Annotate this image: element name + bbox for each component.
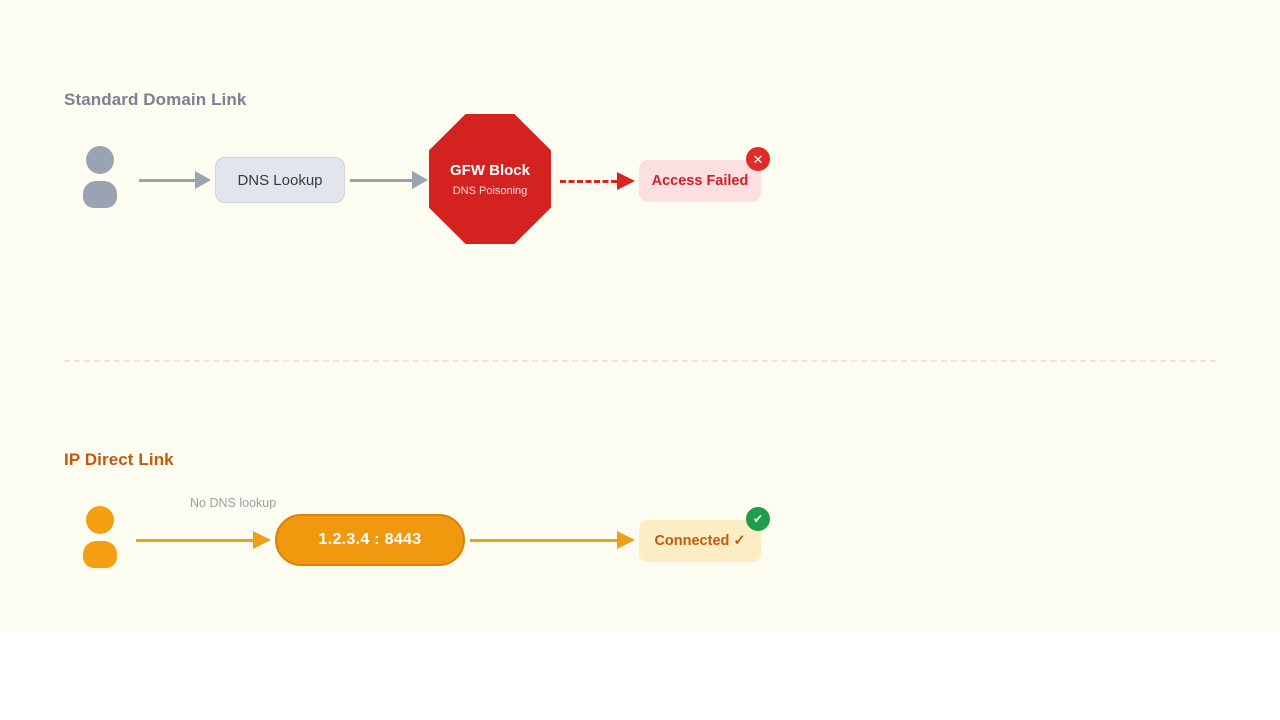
node-gfw-block-octagon[interactable]: GFW Block DNS Poisoning [429, 114, 551, 244]
status-badge-connected[interactable]: Connected ✓ [639, 520, 761, 562]
section-divider [64, 360, 1216, 362]
node-ip-endpoint[interactable]: 1.2.3.4 : 8443 [275, 514, 465, 566]
node-dns-lookup-label: DNS Lookup [237, 171, 323, 189]
arrow-shaft [560, 179, 617, 183]
arrow-gfw-to-access-failed [560, 171, 635, 191]
status-badge-access-failed[interactable]: Access Failed [639, 160, 761, 202]
arrow-head [253, 531, 271, 549]
arrow-dns-to-gfw [350, 170, 428, 190]
arrow-shaft [470, 538, 617, 542]
person-body [83, 181, 117, 208]
arrow-endpoint-to-connected [470, 530, 635, 550]
node-ip-endpoint-label: 1.2.3.4 : 8443 [318, 531, 422, 548]
node-gfw-block-title: GFW Block [449, 161, 530, 179]
arrow-shaft [136, 538, 253, 542]
section-title-standard-domain-link: Standard Domain Link [64, 90, 247, 109]
node-dns-lookup[interactable]: DNS Lookup [215, 157, 345, 203]
edge-label-no-dns-lookup: No DNS lookup [190, 496, 277, 510]
person-head [86, 506, 114, 534]
node-gfw-block-subtitle: DNS Poisoning [452, 184, 528, 197]
arrow-head [617, 531, 635, 549]
arrow-shaft [139, 178, 195, 182]
arrow-head [195, 171, 211, 189]
person-icon-standard [83, 146, 117, 208]
arrow-shaft [350, 178, 412, 182]
status-badge-access-failed-label: Access Failed [651, 173, 749, 189]
check-icon: ✔ [746, 507, 770, 531]
arrow-head [617, 172, 635, 190]
status-badge-connected-label: Connected ✓ [654, 533, 746, 549]
close-icon: ✕ [746, 147, 770, 171]
person-head [86, 146, 114, 174]
arrow-user-to-dns [139, 170, 211, 190]
arrow-user-to-endpoint [136, 530, 271, 550]
arrow-head [412, 171, 428, 189]
person-body [83, 541, 117, 568]
section-title-ip-direct-link: IP Direct Link [64, 450, 174, 469]
person-icon-direct [83, 506, 117, 568]
